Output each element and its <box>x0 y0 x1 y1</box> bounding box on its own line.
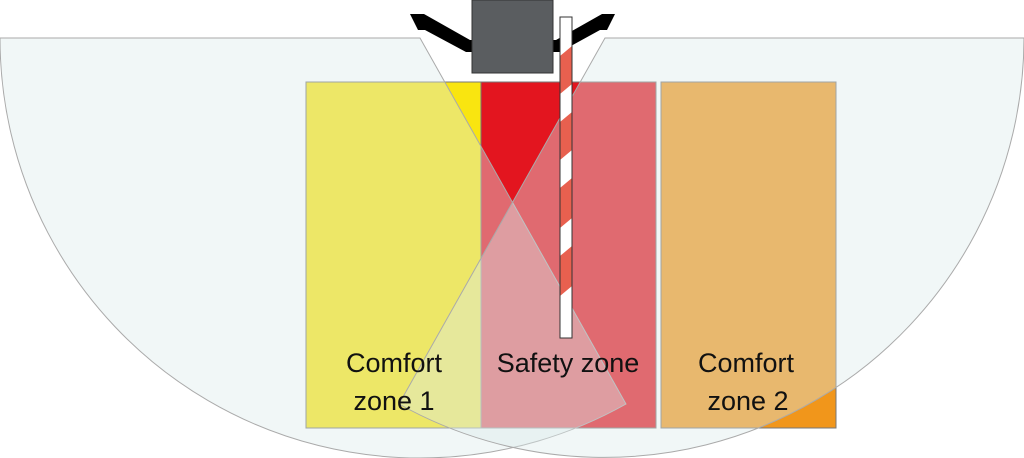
safety-zone-label: Safety zone <box>497 348 640 378</box>
barrier-pole-icon <box>559 16 573 339</box>
comfort-zone-2-label-line2: zone 2 <box>707 386 788 416</box>
comfort-zone-2 <box>660 81 837 429</box>
sensor-field-left <box>0 37 627 458</box>
camera-icon <box>410 0 615 74</box>
comfort-zone-1-label-line1: Comfort <box>346 348 443 378</box>
sensor-field-right <box>398 37 1024 458</box>
comfort-zone-1 <box>305 81 482 429</box>
comfort-zone-1-label-line2: zone 1 <box>353 386 434 416</box>
comfort-zone-2-label-line1: Comfort <box>698 348 795 378</box>
